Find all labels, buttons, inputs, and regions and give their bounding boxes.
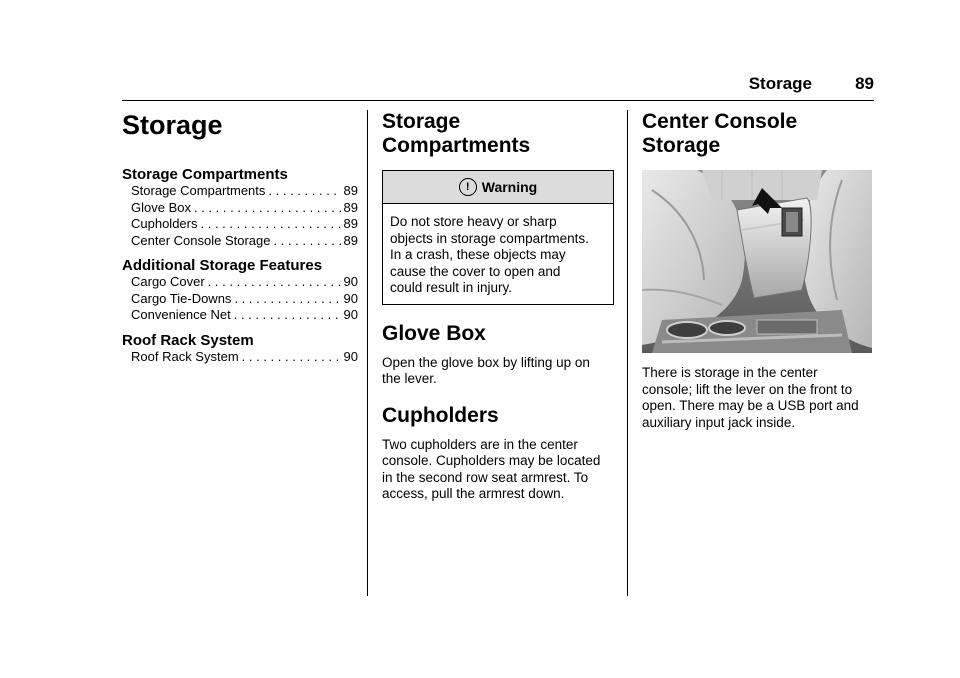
toc-entry[interactable]: Cupholders 89 bbox=[122, 216, 358, 233]
toc-entry-page: 89 bbox=[343, 232, 358, 248]
toc-leader bbox=[194, 200, 341, 217]
section-title-line: Compartments bbox=[382, 134, 531, 157]
toc-entry-label: Glove Box bbox=[131, 199, 191, 215]
warning-box: ! Warning Do not store heavy or sharp ob… bbox=[382, 170, 614, 305]
body-line: console. Cupholders may be located bbox=[382, 453, 601, 469]
body-line: There is storage in the center bbox=[642, 365, 818, 380]
toc-heading: Additional Storage Features bbox=[122, 257, 323, 274]
toc-entry-page: 90 bbox=[343, 274, 358, 289]
toc-group: Additional Storage Features Cargo Cover 9… bbox=[122, 257, 358, 324]
toc-entry-page: 90 bbox=[343, 307, 358, 322]
body-line: Two cupholders are in the center bbox=[382, 436, 578, 452]
toc-entry-page: 90 bbox=[343, 348, 358, 364]
toc-leader bbox=[273, 233, 340, 250]
toc-entry[interactable]: Storage Compartments 89 bbox=[122, 183, 358, 200]
toc-entry[interactable]: Center Console Storage 89 bbox=[122, 233, 358, 250]
center-console-photo bbox=[642, 170, 872, 353]
warning-body: Do not store heavy or sharp objects in s… bbox=[383, 204, 613, 304]
toc-leader bbox=[268, 183, 340, 200]
toc-leader bbox=[234, 307, 341, 324]
toc-entry-page: 89 bbox=[343, 199, 358, 215]
toc-column: Storage Storage Compartments Storage Com… bbox=[122, 100, 358, 365]
right-column: Center Console Storage bbox=[642, 100, 876, 431]
toc-entry-label: Cargo Tie-Downs bbox=[131, 290, 232, 306]
toc-group: Storage Compartments Storage Compartment… bbox=[122, 166, 358, 249]
center-console-text: There is storage in the center console; … bbox=[642, 365, 876, 431]
page-header: Storage 89 bbox=[122, 70, 874, 101]
center-console-title: Center Console Storage bbox=[642, 110, 798, 157]
toc-heading: Roof Rack System bbox=[122, 331, 254, 349]
toc-leader bbox=[208, 274, 341, 291]
toc-entry[interactable]: Cargo Tie-Downs 90 bbox=[122, 291, 358, 308]
toc-entry-label: Cupholders bbox=[131, 216, 198, 231]
toc-entry-page: 90 bbox=[343, 290, 358, 306]
toc-heading: Storage Compartments bbox=[122, 166, 288, 183]
body-line: open. There may be a USB port and bbox=[642, 398, 859, 413]
middle-column: Storage Compartments ! Warning Do not st… bbox=[382, 100, 614, 503]
cupholders-text: Two cupholders are in the center console… bbox=[382, 437, 614, 503]
header-page-number: 89 bbox=[855, 74, 874, 93]
toc-entry[interactable]: Convenience Net 90 bbox=[122, 307, 358, 324]
chapter-title: Storage bbox=[122, 110, 223, 140]
toc-group: Roof Rack System Roof Rack System 90 bbox=[122, 332, 358, 366]
toc-leader bbox=[201, 216, 341, 233]
warning-title: Warning bbox=[481, 179, 538, 195]
section-title-line: Storage bbox=[382, 110, 461, 133]
warning-line: cause the cover to open and bbox=[390, 263, 561, 279]
body-line: Open the glove box by lifting up on bbox=[382, 354, 590, 370]
body-line: in the second row seat armrest. To bbox=[382, 469, 589, 485]
warning-icon: ! bbox=[458, 178, 477, 196]
toc-entry[interactable]: Roof Rack System 90 bbox=[122, 349, 358, 366]
column-divider bbox=[367, 110, 368, 596]
header-section-title: Storage bbox=[748, 74, 812, 93]
warning-line: Do not store heavy or sharp bbox=[390, 214, 557, 229]
glove-box-title: Glove Box bbox=[382, 321, 486, 345]
toc-leader bbox=[242, 349, 341, 366]
glove-box-text: Open the glove box by lifting up on the … bbox=[382, 355, 614, 388]
toc-entry-label: Roof Rack System bbox=[131, 348, 239, 364]
toc-entry-label: Cargo Cover bbox=[131, 274, 205, 289]
body-line: access, pull the armrest down. bbox=[382, 486, 565, 502]
body-line: console; lift the lever on the front to bbox=[642, 381, 853, 397]
toc-entry-page: 89 bbox=[343, 183, 358, 198]
warning-line: could result in injury. bbox=[390, 280, 513, 296]
body-line: the lever. bbox=[382, 371, 437, 387]
toc-entry-page: 89 bbox=[343, 216, 358, 231]
warning-line: In a crash, these objects may bbox=[390, 247, 566, 263]
warning-line: objects in storage compartments. bbox=[390, 230, 589, 246]
body-line: auxiliary input jack inside. bbox=[642, 414, 796, 430]
toc-entry[interactable]: Glove Box 89 bbox=[122, 200, 358, 217]
toc-entry-label: Storage Compartments bbox=[131, 183, 266, 198]
warning-header: ! Warning bbox=[383, 171, 613, 204]
cupholders-title: Cupholders bbox=[382, 403, 499, 427]
toc-entry[interactable]: Cargo Cover 90 bbox=[122, 274, 358, 291]
toc-entry-label: Convenience Net bbox=[131, 307, 231, 322]
toc-leader bbox=[234, 291, 340, 308]
toc-entry-label: Center Console Storage bbox=[131, 232, 271, 248]
column-divider bbox=[627, 110, 628, 596]
